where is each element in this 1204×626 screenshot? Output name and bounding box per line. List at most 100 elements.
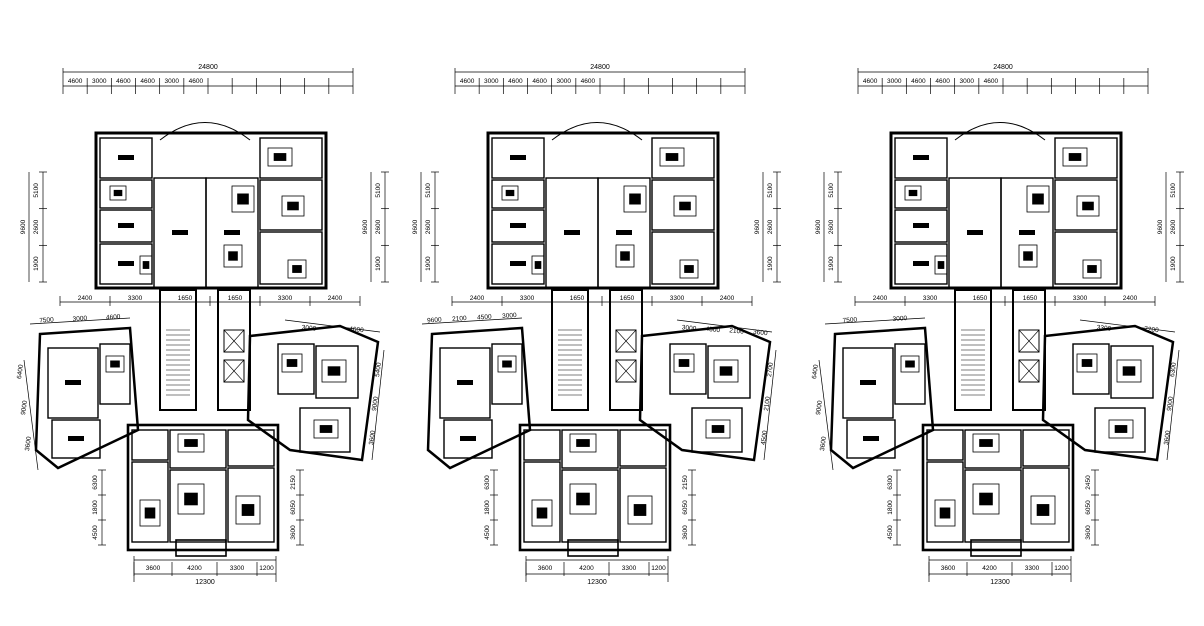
room-outline bbox=[99, 343, 131, 405]
room-tag bbox=[863, 436, 879, 441]
vertical-dimension-label: 3600 bbox=[290, 525, 297, 540]
vertical-dimension-label: 1800 bbox=[484, 500, 491, 515]
vertical-total-label: 9600 bbox=[362, 219, 369, 234]
vertical-dimension-label: 5100 bbox=[767, 183, 774, 198]
room-outline bbox=[561, 429, 619, 469]
wing-dimension-label: 3000 bbox=[301, 324, 316, 333]
vertical-dimension-label: 6300 bbox=[92, 475, 99, 490]
room-outline bbox=[169, 469, 227, 543]
right-wing-wall bbox=[1041, 324, 1175, 462]
furniture-block bbox=[1076, 353, 1098, 373]
room-tag bbox=[564, 230, 580, 235]
dimension-line bbox=[284, 319, 381, 333]
furniture-fill bbox=[620, 251, 630, 261]
vertical-dimension-label: 2600 bbox=[1170, 219, 1177, 234]
top-dimension-segment: 3000 bbox=[165, 78, 180, 85]
dimension-line bbox=[29, 317, 131, 325]
room-outline bbox=[1000, 177, 1054, 289]
furniture-block bbox=[235, 495, 261, 525]
right-wing-wall bbox=[638, 324, 772, 462]
wing-dimension-label: 4600 bbox=[106, 313, 121, 321]
room-outline bbox=[651, 179, 715, 231]
furniture-block bbox=[287, 259, 307, 279]
wing-side-label: 2700 bbox=[766, 362, 775, 378]
room-tag bbox=[118, 261, 134, 266]
furniture-fill bbox=[684, 265, 694, 273]
vertical-total-label: 9600 bbox=[754, 219, 761, 234]
top-dimension-total: 24800 bbox=[993, 64, 1013, 71]
wing-side-label: 6400 bbox=[16, 364, 25, 380]
elevator-cross bbox=[223, 329, 245, 353]
furniture-block bbox=[659, 147, 685, 167]
dimension-line bbox=[763, 349, 777, 461]
dimension-line bbox=[824, 317, 926, 325]
wing-side-label: 3600 bbox=[819, 436, 828, 452]
room-outline bbox=[894, 209, 948, 243]
room-outline bbox=[523, 461, 561, 543]
furniture-fill bbox=[536, 507, 548, 519]
mid-dimension-label: 2400 bbox=[78, 295, 93, 302]
room-outline bbox=[1072, 343, 1110, 395]
vertical-dimension-label: 5100 bbox=[828, 183, 835, 198]
furniture-block bbox=[531, 255, 545, 275]
top-dimension-total: 24800 bbox=[590, 64, 610, 71]
furniture-block bbox=[1062, 147, 1088, 167]
room-tag bbox=[510, 223, 526, 228]
vertical-dimension-label: 1900 bbox=[375, 256, 382, 271]
room-outline bbox=[277, 343, 315, 395]
room-outline bbox=[1054, 137, 1118, 179]
top-dimension-segment: 4600 bbox=[911, 78, 926, 85]
furniture-block bbox=[501, 185, 519, 201]
room-outline bbox=[259, 179, 323, 231]
furniture-block bbox=[569, 433, 597, 453]
dimension-line bbox=[1166, 349, 1180, 461]
room-outline bbox=[894, 137, 948, 179]
furniture-block bbox=[267, 147, 293, 167]
dimension-line bbox=[818, 359, 834, 471]
room-outline bbox=[651, 231, 715, 285]
furniture-fill bbox=[665, 153, 679, 161]
bottom-segment-label: 3300 bbox=[1025, 565, 1040, 572]
room-outline bbox=[47, 347, 99, 419]
wing-dimension-label: 7500 bbox=[39, 316, 54, 324]
vertical-dimension-label: 1900 bbox=[828, 256, 835, 271]
room-tag bbox=[1019, 230, 1035, 235]
lower-block-wall bbox=[126, 423, 280, 552]
room-outline bbox=[131, 429, 169, 461]
room-outline bbox=[964, 429, 1022, 469]
furniture-fill bbox=[679, 201, 691, 211]
wing-dimension-label: 3000 bbox=[681, 324, 696, 333]
top-dimension-segment: 4600 bbox=[508, 78, 523, 85]
bottom-segment-label: 1200 bbox=[1054, 565, 1069, 572]
furniture-fill bbox=[237, 193, 249, 205]
furniture-fill bbox=[144, 507, 156, 519]
stair-core bbox=[159, 289, 197, 411]
room-tag bbox=[510, 155, 526, 160]
furniture-block bbox=[231, 185, 255, 213]
bottom-segment-label: 4200 bbox=[187, 565, 202, 572]
furniture-block bbox=[934, 255, 948, 275]
bottom-segment-label: 4200 bbox=[982, 565, 997, 572]
bottom-segment-label: 3300 bbox=[622, 565, 637, 572]
furniture-fill bbox=[576, 492, 590, 506]
furniture-fill bbox=[905, 360, 915, 368]
wing-dimension-label: 2100 bbox=[729, 327, 744, 336]
furniture-block bbox=[1082, 259, 1102, 279]
top-dimension-segment: 4600 bbox=[935, 78, 950, 85]
room-outline bbox=[691, 407, 743, 453]
vertical-dimension-label: 2600 bbox=[33, 219, 40, 234]
vertical-dimension-label: 4500 bbox=[887, 525, 894, 540]
furniture-fill bbox=[142, 261, 150, 269]
left-wing-wall bbox=[426, 326, 532, 470]
furniture-block bbox=[1076, 195, 1100, 217]
vertical-dimension-label: 4500 bbox=[92, 525, 99, 540]
vertical-dimension-label: 6050 bbox=[290, 500, 297, 515]
bottom-segment-label: 3600 bbox=[538, 565, 553, 572]
furniture-fill bbox=[228, 251, 238, 261]
vertical-dimension-label: 1900 bbox=[425, 256, 432, 271]
top-dimension-total: 24800 bbox=[198, 64, 218, 71]
furniture-fill bbox=[113, 189, 123, 197]
vertical-dimension-label: 2450 bbox=[1085, 475, 1092, 490]
room-tag bbox=[118, 223, 134, 228]
